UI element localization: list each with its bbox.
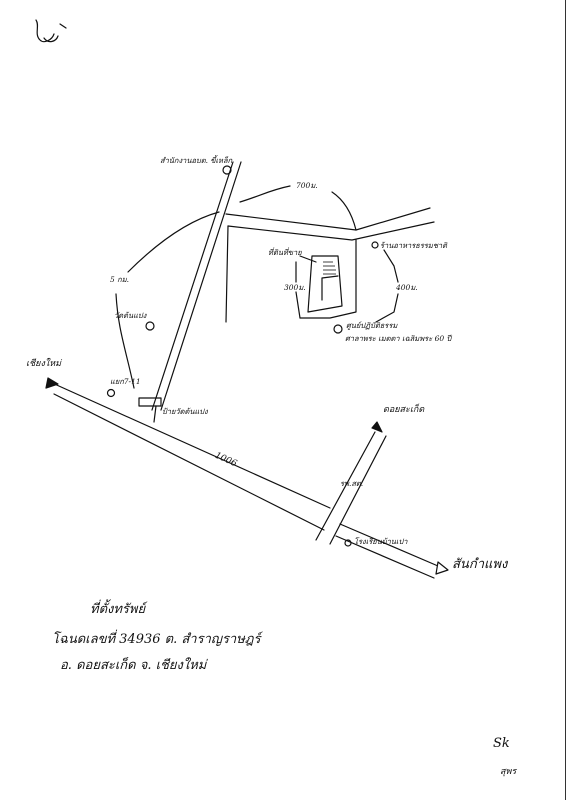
label-wat: วัดต้นแปง	[114, 311, 147, 320]
leader-400m-upper	[383, 249, 399, 283]
road-to-san-kamphaeng-lower	[335, 535, 435, 579]
label-distance-700m: 700ม.	[296, 181, 318, 190]
label-distance-5km: 5 กม.	[110, 275, 130, 284]
label-chiang-mai: เชียงใหม่	[26, 359, 62, 369]
road-north-left-edge	[151, 161, 234, 411]
road-1006-lower-edge	[53, 393, 325, 531]
label-junction: แยก7-11	[110, 377, 141, 386]
leader-5km-upper	[127, 211, 220, 273]
center-marker	[333, 324, 343, 334]
road-north-right-edge	[160, 161, 242, 411]
junction-marker	[106, 388, 116, 398]
arrow-doi-saket	[371, 421, 383, 433]
label-samrong: รพ.สต.	[340, 479, 364, 488]
land-plot-outline	[307, 255, 343, 313]
leader-300m-lower	[295, 291, 301, 319]
road-to-san-kamphaeng-upper	[339, 523, 439, 567]
wat-marker	[145, 321, 155, 331]
leader-700m-right	[331, 191, 357, 231]
label-school: โรงเรียนบ้านเปา	[354, 537, 408, 546]
road-doi-saket-right	[329, 435, 387, 545]
land-access-left	[225, 225, 229, 323]
label-distance-400m: 400ม.	[396, 283, 418, 292]
wat-sign-box	[138, 397, 162, 407]
road-doi-saket-left	[315, 431, 376, 541]
arrow-san-kamphaeng	[435, 561, 449, 575]
notes-title: ที่ตั้งทรัพย์	[90, 602, 146, 617]
label-tambon-office: สำนักงานอบต. ขี้เหล็ก	[160, 156, 233, 165]
leader-700m-left	[239, 185, 291, 203]
signature-mark: สุพร	[500, 767, 517, 777]
land-path-inner	[321, 275, 339, 301]
label-center-subtitle: ศาลาพระ เมตตา เฉลิมพระ 60 ปี	[345, 334, 452, 343]
land-leader	[299, 255, 317, 263]
label-land-plot: ที่ดินที่ขาย	[268, 248, 302, 257]
leader-5km-lower	[115, 293, 135, 389]
arrow-chiang-mai	[45, 377, 59, 389]
corner-scribble	[35, 19, 67, 43]
wat-sign-pole	[153, 405, 157, 423]
school-marker	[344, 539, 352, 547]
branch-road-lower-edge	[227, 221, 435, 241]
leader-400m-lower	[375, 293, 399, 323]
label-doi-saket: ดอยสะเก็ด	[383, 405, 425, 415]
label-distance-300m: 300ม.	[284, 283, 306, 292]
notes-district: อ. ดอยสะเก็ด จ. เชียงใหม่	[60, 658, 207, 673]
label-shop: ร้านอาหารธรรมชาติ	[380, 241, 448, 250]
page-border	[565, 0, 566, 800]
label-san-kamphaeng: สันกำแพง	[452, 557, 508, 572]
road-1006-upper-edge	[49, 381, 331, 509]
land-path-outer	[299, 239, 357, 319]
label-center: ศูนย์ปฏิบัติธรรม	[346, 321, 398, 330]
label-wat-sign: ป้ายวัดต้นแปง	[162, 407, 208, 416]
notes-deed: โฉนดเลขที่ 34936 ต. สำราญราษฎร์	[52, 632, 261, 647]
shop-marker	[371, 241, 379, 249]
branch-road-upper-edge	[225, 207, 431, 231]
signature-initials: Sk	[493, 736, 510, 751]
tambon-office-marker	[222, 165, 232, 175]
